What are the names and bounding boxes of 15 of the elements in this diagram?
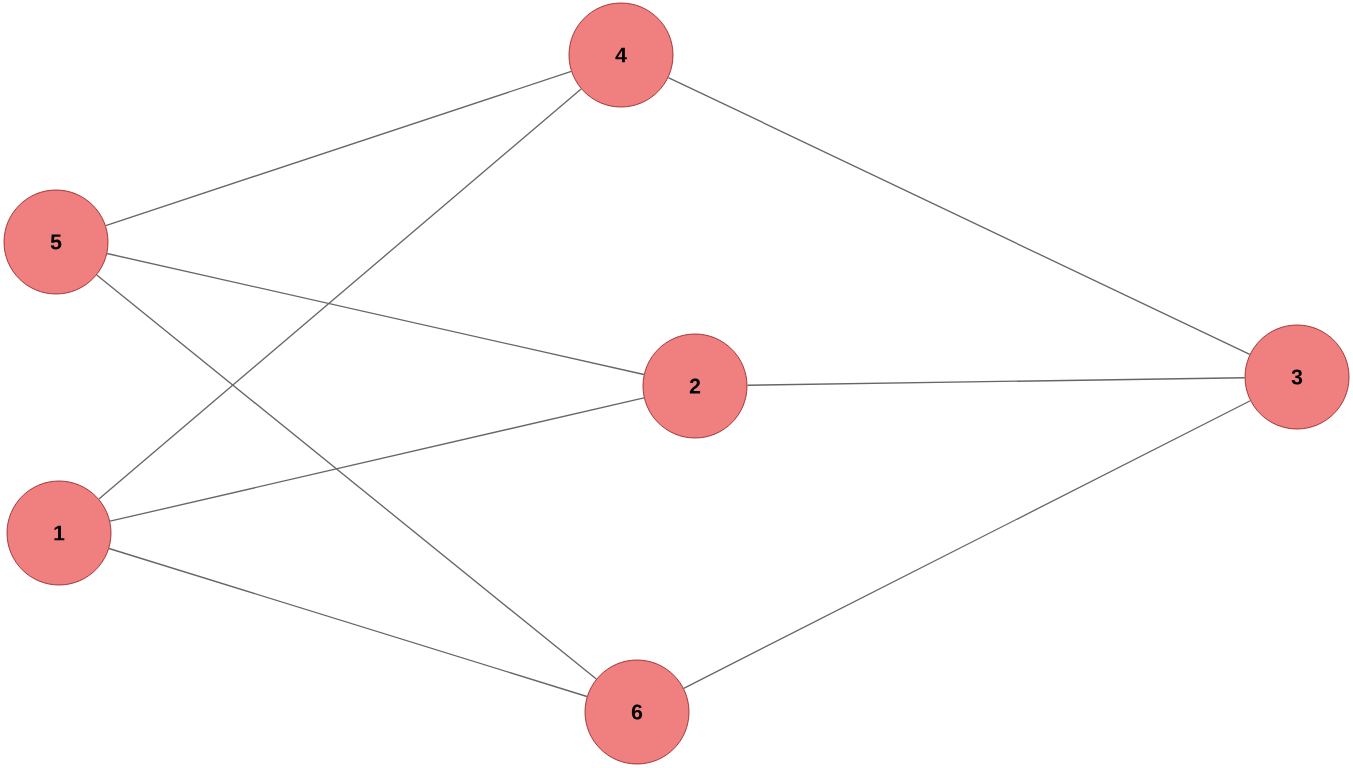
circle-node: 4 <box>568 2 674 108</box>
connector-line <box>746 377 1246 386</box>
connector-line <box>108 547 588 698</box>
circle-node: 5 <box>3 189 109 295</box>
connector-line <box>683 400 1251 689</box>
connector-line <box>106 252 645 376</box>
circle-node: 1 <box>6 480 112 586</box>
connector-line <box>105 70 572 227</box>
connector-line <box>96 274 597 680</box>
connector-line <box>667 76 1251 356</box>
circle-node: 2 <box>642 333 748 439</box>
connector-line <box>109 397 645 522</box>
circle-node: 6 <box>584 659 690 765</box>
connector-line <box>98 88 582 500</box>
circle-node: 3 <box>1244 324 1350 430</box>
